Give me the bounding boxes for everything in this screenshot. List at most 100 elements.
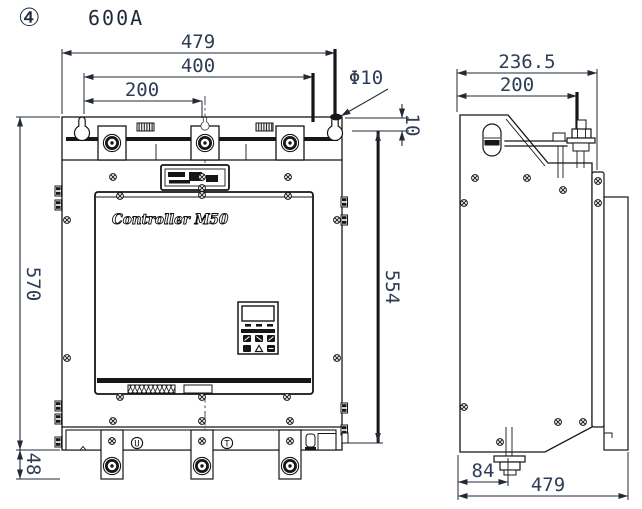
side-plate-outline <box>459 114 593 453</box>
dim-height-mount-text: 554 <box>381 270 403 304</box>
door-bottom-band <box>97 378 311 383</box>
body-screw <box>283 393 291 401</box>
keypad-led <box>245 324 251 327</box>
panel-screw <box>198 173 206 181</box>
side-mounting-slot <box>482 123 502 157</box>
keypad-led <box>256 324 262 327</box>
rear-plate <box>603 196 629 451</box>
view-index-label: ④ <box>18 3 40 32</box>
dim-hole-offset-text: 10 <box>401 114 423 137</box>
hinge-tab <box>54 185 62 197</box>
side-dim-depth-total: 236.5 <box>456 51 598 170</box>
terminal-u-text: U <box>134 440 139 450</box>
door-bottom-vent <box>127 384 176 394</box>
front-door: Controller M50 <box>94 191 314 395</box>
door-screw <box>198 191 206 199</box>
fin-screw <box>594 199 602 207</box>
keypad-display <box>241 305 275 322</box>
keyhole-bolt-mark <box>330 113 342 121</box>
rear-fin <box>591 171 605 428</box>
mounting-keyhole-left <box>73 116 91 142</box>
dim-hole-dia-text: Φ10 <box>349 67 383 89</box>
side-dim-depth-overall: 479 <box>457 452 629 500</box>
terminal-bolt <box>279 132 301 154</box>
dim-depth-overall-text: 479 <box>531 474 565 496</box>
small-plug <box>305 433 316 451</box>
terminal-t-text: T <box>224 440 230 450</box>
busbar-screw <box>286 437 294 445</box>
body-screw <box>333 354 341 362</box>
front-dim-width-mount: 400 <box>83 55 315 122</box>
top-vent-right <box>255 122 274 132</box>
input-terminal-block <box>97 125 127 161</box>
keypad-buttons <box>243 335 275 353</box>
dim-width-mount-text: 400 <box>181 55 215 77</box>
hinge-tab <box>54 199 62 211</box>
keypad <box>237 301 279 355</box>
panel-screw <box>284 173 292 181</box>
side-bottom-bolt <box>493 427 526 476</box>
dim-width-half-text: 200 <box>125 79 159 101</box>
terminal-label-u: U <box>130 436 144 450</box>
brand-logo-text: Controller M50 <box>112 212 229 228</box>
front-dim-height-mount: 554 <box>345 131 403 444</box>
body-screw <box>198 393 206 401</box>
front-top-rail <box>61 113 344 161</box>
rail-screw <box>286 417 294 425</box>
nameplate-label <box>160 164 230 191</box>
side-busbar <box>504 132 568 178</box>
rail-bracket <box>317 433 337 450</box>
rail-side-tab <box>341 432 349 444</box>
busbar-screw <box>108 437 116 445</box>
busbar-bolt <box>102 455 122 477</box>
output-busbar <box>278 429 302 480</box>
latch-tab <box>340 214 348 226</box>
body-screw <box>63 354 71 362</box>
side-screw <box>523 174 531 182</box>
rail-end-tab <box>54 436 62 448</box>
front-dim-hole-offset: 10 <box>345 104 423 146</box>
hinge-tab <box>54 400 62 412</box>
body-screw <box>333 216 341 224</box>
terminal-bolt <box>102 132 122 154</box>
panel-screw <box>198 184 206 192</box>
dim-depth-mount-text: 200 <box>500 74 534 96</box>
side-screw <box>471 174 479 182</box>
side-screw <box>460 403 468 411</box>
header: ④ 600A <box>18 3 142 32</box>
dim-width-total-text: 479 <box>181 31 215 53</box>
rail-screw <box>198 417 206 425</box>
output-busbar <box>100 429 124 480</box>
mounting-keyhole-right <box>326 116 344 142</box>
dim-height-overall-text: 570 <box>22 267 44 301</box>
busbar-screw <box>198 437 206 445</box>
front-dim-busbar-drop: 48 <box>16 449 60 480</box>
side-screw <box>496 438 504 446</box>
side-screw <box>460 199 468 207</box>
input-terminal-block <box>275 125 305 161</box>
side-dim-bolt-offset: 84 <box>458 458 509 486</box>
door-screw <box>284 192 292 200</box>
front-view: Controller M50 <box>54 96 349 480</box>
busbar-bolt <box>191 455 213 477</box>
front-dim-width-total: 479 <box>61 31 337 120</box>
front-dim-hole-callout: Φ10 <box>340 67 389 117</box>
latch-tab <box>340 402 348 414</box>
front-dim-height-overall: 570 <box>16 116 60 450</box>
front-dim-width-half: 200 <box>84 79 203 118</box>
top-vent-left <box>136 122 155 132</box>
input-terminal-block <box>190 125 220 161</box>
fin-screw <box>594 177 602 185</box>
output-busbar <box>190 429 214 480</box>
dim-busbar-drop-text: 48 <box>22 453 44 476</box>
side-dim-depth-mount: 200 <box>457 74 579 135</box>
busbar-bolt <box>279 455 301 477</box>
side-screw <box>579 418 587 426</box>
side-screw <box>559 186 567 194</box>
door-screw <box>116 192 124 200</box>
terminal-label-t: T <box>220 436 234 450</box>
door-bottom-slot <box>183 384 213 394</box>
side-screw <box>554 418 562 426</box>
